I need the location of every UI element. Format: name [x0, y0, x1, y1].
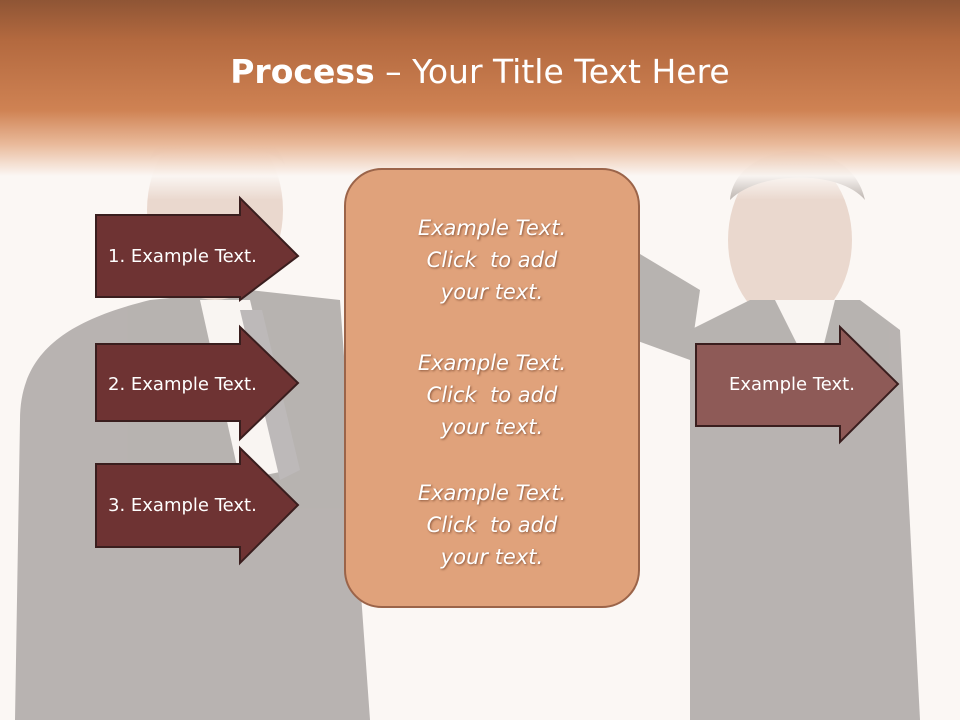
center-text-line: your text. [440, 280, 544, 304]
left-arrow-3-label: 3. Example Text. [108, 494, 257, 516]
center-text-block-3[interactable]: Example Text. Click to add your text. [344, 477, 640, 573]
right-arrow[interactable] [695, 324, 900, 445]
center-text-line: Click to add [426, 513, 558, 537]
header-band [0, 0, 960, 200]
center-content-box[interactable] [344, 168, 640, 608]
center-text-line: Example Text. [417, 216, 567, 240]
left-arrow-2[interactable] [95, 324, 300, 442]
center-text-block-2[interactable]: Example Text. Click to add your text. [344, 347, 640, 443]
slide-title[interactable]: Process – Your Title Text Here [0, 52, 960, 91]
left-arrow-2-label: 2. Example Text. [108, 373, 257, 395]
center-text-line: Example Text. [417, 481, 567, 505]
center-text-line: Click to add [426, 383, 558, 407]
center-text-line: Example Text. [417, 351, 567, 375]
left-arrow-3[interactable] [95, 445, 300, 566]
center-text-block-1[interactable]: Example Text. Click to add your text. [344, 212, 640, 308]
center-text-line: Click to add [426, 248, 558, 272]
title-rest-part: – Your Title Text Here [374, 52, 730, 91]
title-bold-part: Process [230, 52, 375, 91]
right-arrow-label: Example Text. [729, 373, 855, 395]
left-arrow-1[interactable] [95, 195, 300, 303]
center-text-line: your text. [440, 415, 544, 439]
left-arrow-1-label: 1. Example Text. [108, 245, 257, 267]
center-text-line: your text. [440, 545, 544, 569]
